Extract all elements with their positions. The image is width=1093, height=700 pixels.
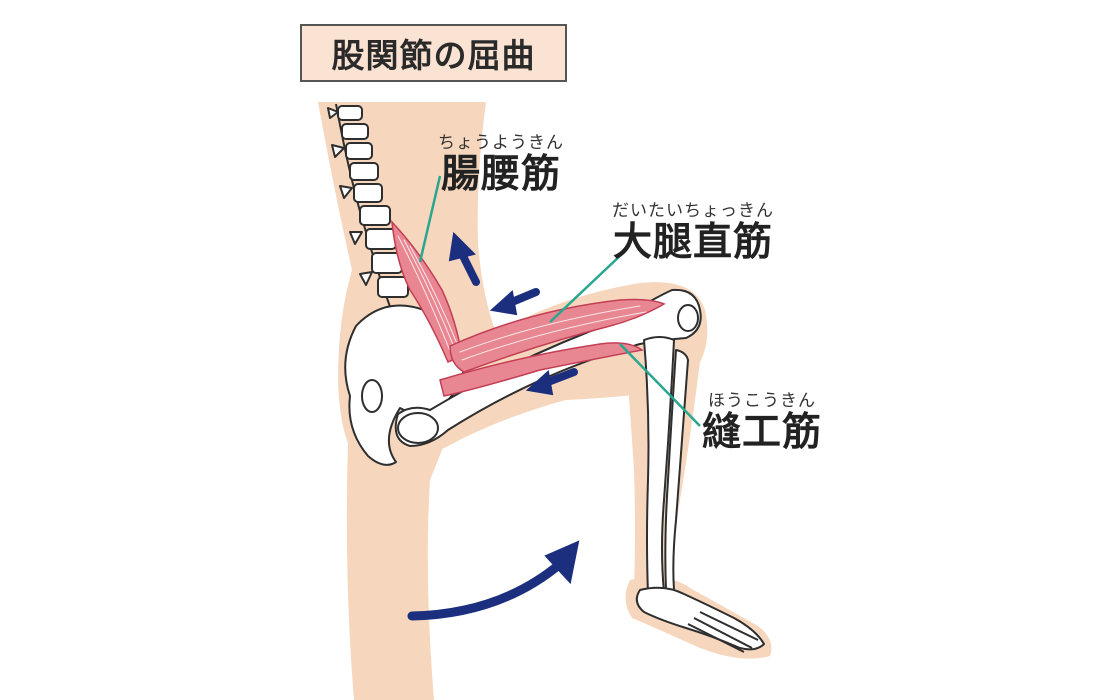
vertebra [359, 205, 391, 226]
toe-bone [699, 611, 759, 641]
label-rectus-femoris: だいたいちょっきん 大腿直筋 [612, 196, 774, 265]
vertebra [345, 142, 373, 160]
arrow-left-icon [489, 288, 540, 316]
vertebra-process [331, 144, 345, 158]
standing-leg-skin [346, 440, 446, 700]
spine [327, 103, 409, 313]
vertebra-process [349, 231, 363, 245]
rectus-femoris-muscle [449, 298, 666, 373]
arrow-left-lower-icon [525, 368, 578, 396]
motion-arrows [407, 231, 580, 621]
vertebra-process [327, 107, 339, 119]
label-iliopsoas-reading: ちょうようきん [438, 133, 564, 153]
label-rectus-femoris-name: 大腿直筋 [612, 220, 773, 265]
leader-lines [418, 175, 701, 427]
toe-bone [693, 617, 753, 649]
title-box: 股関節の屈曲 [300, 24, 567, 82]
tibia [643, 336, 675, 595]
page-title: 股関節の屈曲 [331, 36, 536, 75]
patella [677, 304, 699, 332]
toe-bone [687, 623, 745, 653]
vertebra [353, 183, 383, 203]
vertebra-process [339, 185, 353, 199]
foot-bones [635, 586, 765, 651]
obturator-foramen [361, 379, 383, 413]
vertebra [337, 105, 363, 121]
label-sartorius-reading: ほうこうきん [708, 391, 816, 411]
arrow-up-icon [448, 231, 480, 286]
label-iliopsoas: ちょうようきん 腸腰筋 [438, 128, 564, 197]
vertebra [365, 228, 397, 250]
femur-head [397, 412, 439, 444]
label-rectus-femoris-reading: だいたいちょっきん [612, 201, 774, 221]
vertebra-process [359, 271, 373, 286]
label-sartorius: ほうこうきん 縫工筋 [702, 386, 822, 455]
fibula [664, 349, 689, 591]
leader-line-rectus-femoris [549, 253, 623, 323]
vertebra [377, 276, 409, 298]
rectus-femoris-fibers [459, 305, 647, 361]
label-sartorius-name: 縫工筋 [702, 410, 823, 455]
arrow-curved-icon [407, 540, 580, 621]
leader-line-iliopsoas [418, 175, 442, 263]
sartorius-muscle [439, 342, 644, 397]
leader-line-sartorius [619, 343, 701, 427]
iliopsoas-fibers [397, 235, 459, 357]
label-iliopsoas-name: 腸腰筋 [440, 152, 561, 197]
vertebra [341, 123, 369, 140]
muscles [391, 219, 666, 397]
vertebra [349, 162, 379, 181]
